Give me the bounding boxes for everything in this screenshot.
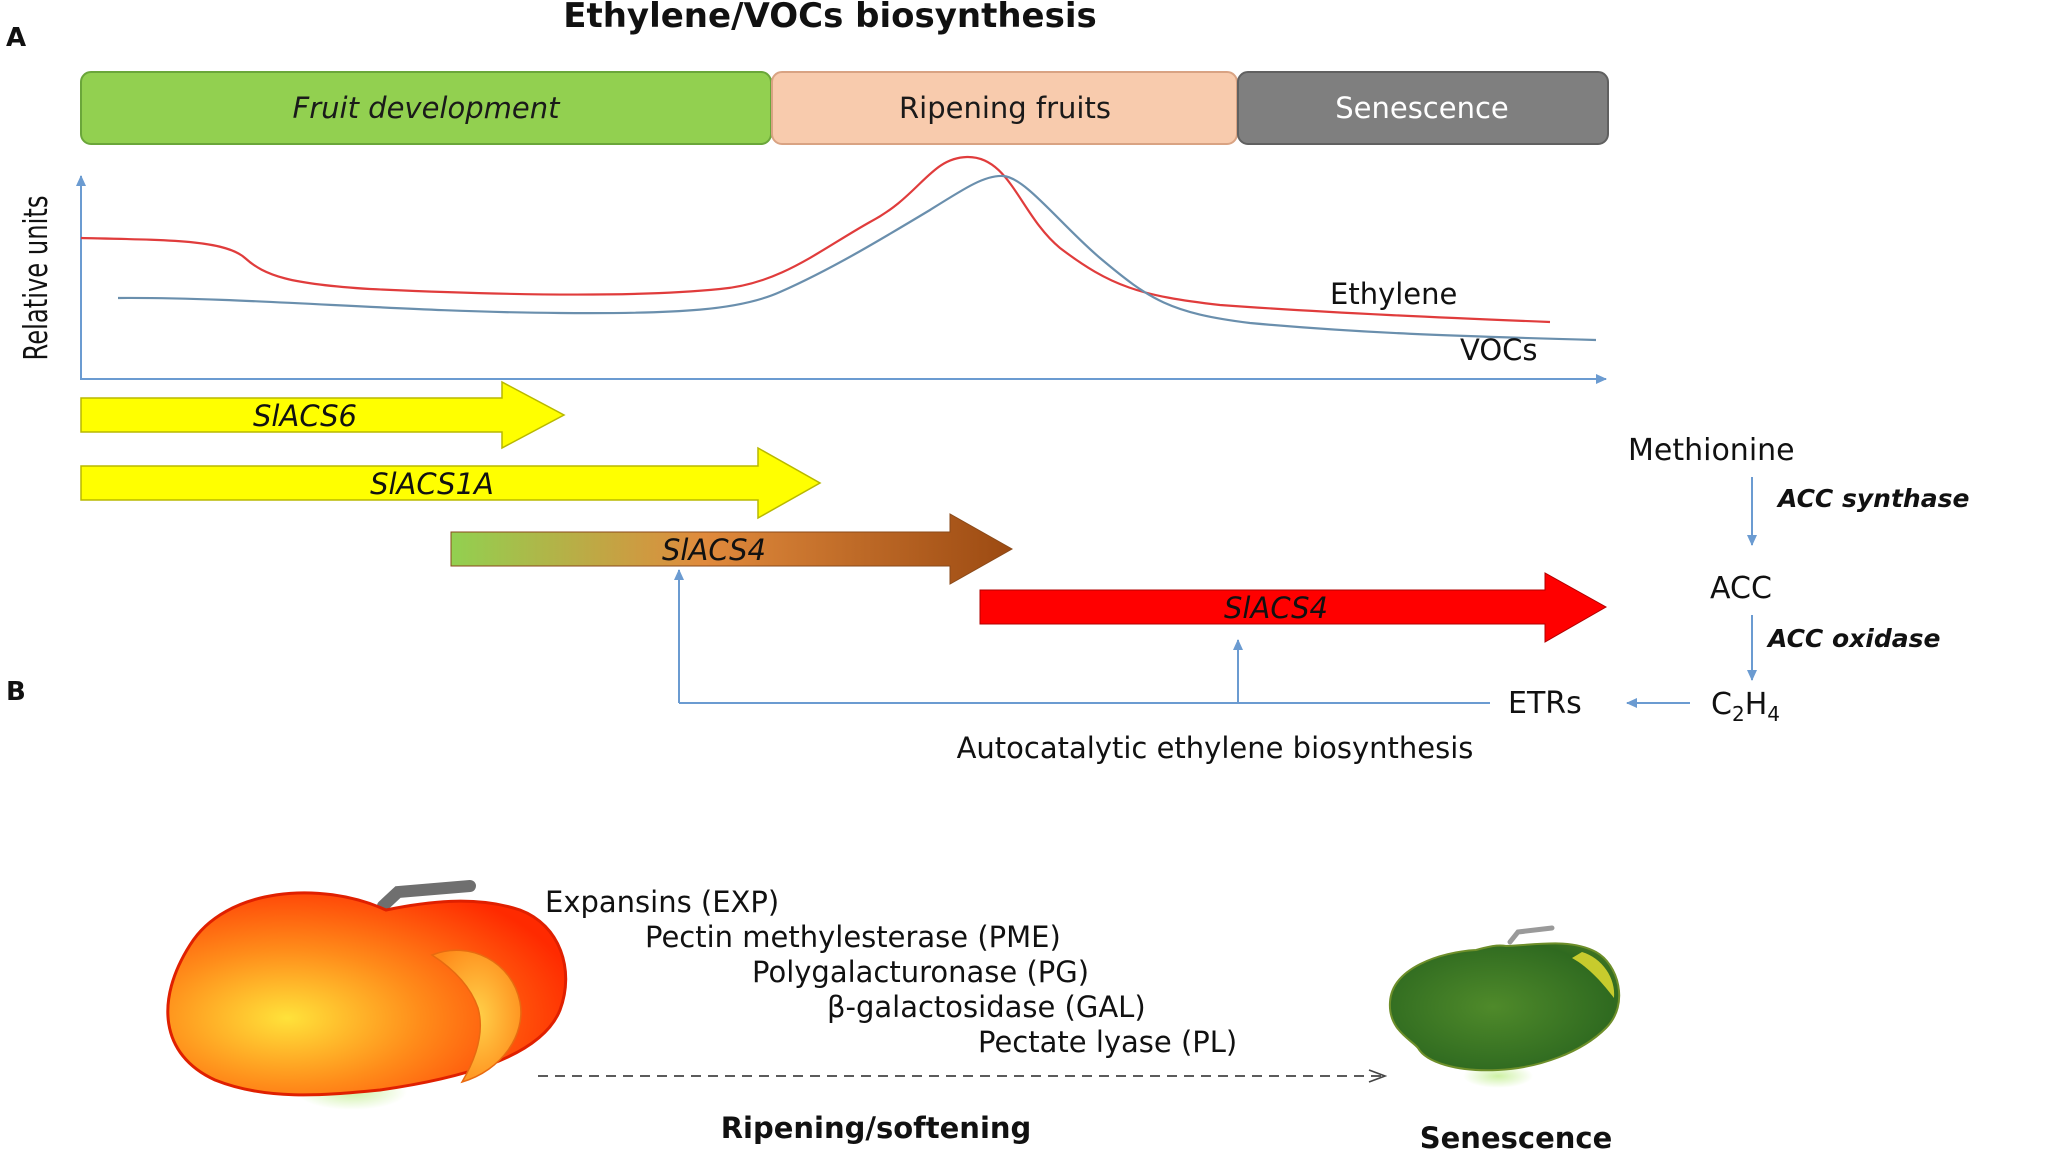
senescent-fruit [1388,925,1621,1088]
autocatalytic-label: Autocatalytic ethylene biosynthesis [957,731,1474,765]
stage-senescence-label: Senescence [1335,91,1509,125]
pathway-acc-synthase: ACC synthase [1776,484,1969,513]
pathway-methionine: Methionine [1628,433,1795,468]
enzyme-pl: Pectate lyase (PL) [978,1025,1237,1059]
ripe-fruit-body [166,891,568,1097]
pathway-etrs: ETRs [1508,686,1582,721]
ethylene-curve [80,155,1551,324]
ripening-softening-label: Ripening/softening [721,1111,1032,1145]
pathway-acc: ACC [1710,571,1772,606]
enzyme-expansins: Expansins (EXP) [545,885,779,919]
enzyme-gal: β-galactosidase (GAL) [827,990,1146,1024]
panel-a-label: A [6,23,26,53]
ethylene-curve-label: Ethylene [1330,277,1457,311]
stage-fruit-development-label: Fruit development [293,91,562,125]
diagram-title: Ethylene/VOCs biosynthesis [563,0,1097,36]
stage-bar: Fruit development Ripening fruits Senesc… [80,71,1609,145]
gene-label-slacs6: SlACS6 [253,399,357,433]
autocatalytic-feedback [674,569,1490,704]
gene-arrow-slacs6 [80,380,566,450]
senescent-fruit-body [1388,942,1621,1072]
senescent-fruit-highlight [1572,952,1615,998]
stage-ripening-label: Ripening fruits [899,91,1111,125]
pathway-acc-oxidase: ACC oxidase [1766,624,1940,653]
ripe-fruit-stem [377,880,476,912]
gene-label-slacs1a: SlACS1A [370,467,494,501]
enzyme-pg: Polygalacturonase (PG) [752,955,1089,989]
vocs-curve [117,174,1597,342]
gene-arrow-slacs1a [80,446,822,520]
stage-senescence [1237,71,1609,145]
y-axis-label: Relative units [16,196,55,361]
ripe-fruit [166,880,568,1110]
senescence-label: Senescence [1420,1121,1613,1152]
panel-b-label: B [6,677,26,707]
enzyme-pme: Pectin methylesterase (PME) [645,920,1061,954]
ripe-fruit-highlight [430,949,522,1084]
pathway-c2h4: C2H4 [1711,687,1780,726]
gene-label-slacs4-late: SlACS4 [1224,591,1328,625]
vocs-curve-label: VOCs [1460,333,1538,367]
gene-arrow-slacs4-late [979,572,1608,643]
gene-label-slacs4-early: SlACS4 [662,533,766,567]
gene-arrow-slacs4-early [450,513,1014,585]
senescent-fruit-stem [1507,925,1555,945]
